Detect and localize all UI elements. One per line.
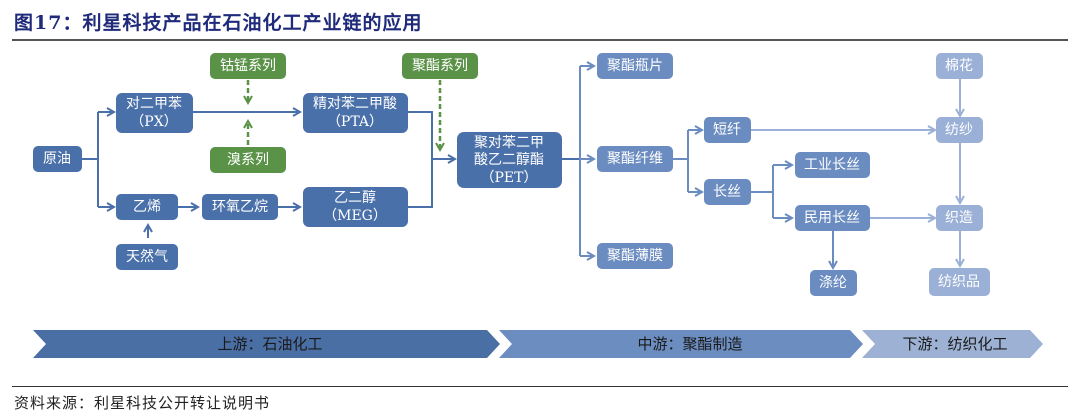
node-crude-oil: 原油 (33, 146, 82, 172)
node-staple-fiber: 短纤 (704, 117, 751, 143)
stage-upstream: 上游：石油化工 (33, 330, 500, 358)
catalyst-connectors (248, 80, 440, 150)
node-filament: 长丝 (704, 179, 751, 205)
svg-text:纺纱: 纺纱 (945, 122, 973, 138)
svg-text:聚酯纤维: 聚酯纤维 (607, 151, 663, 167)
node-ethylene-oxide: 环氧乙烷 (202, 194, 278, 220)
node-px: 对二甲苯 （PX） (116, 93, 193, 133)
svg-text:天然气: 天然气 (126, 248, 168, 265)
svg-text:工业长丝: 工业长丝 (804, 157, 860, 173)
stage-midstream: 中游：聚酯制造 (499, 330, 863, 358)
node-pta: 精对苯二甲酸 （PTA） (303, 93, 408, 133)
svg-text:聚对苯二甲: 聚对苯二甲 (474, 134, 544, 151)
figure-title: 图17：利星科技产品在石油化工产业链的应用 (14, 12, 423, 34)
svg-text:精对苯二甲酸: 精对苯二甲酸 (313, 95, 397, 112)
svg-text:对二甲苯: 对二甲苯 (126, 95, 182, 112)
svg-text:聚酯系列: 聚酯系列 (412, 58, 468, 74)
node-meg: 乙二醇 （MEG） (303, 187, 408, 227)
svg-text:乙烯: 乙烯 (133, 199, 161, 215)
svg-text:长丝: 长丝 (713, 184, 741, 200)
svg-text:聚酯薄膜: 聚酯薄膜 (607, 248, 663, 264)
node-weaving: 织造 (936, 205, 983, 231)
midstream-connectors (579, 66, 833, 268)
node-polyester-fiber: 聚酯纤维 (597, 146, 673, 172)
node-industrial-filament: 工业长丝 (795, 152, 870, 178)
node-natural-gas: 天然气 (116, 244, 178, 270)
svg-text:原油: 原油 (43, 151, 71, 167)
title-divider (12, 39, 1068, 41)
node-pet: 聚对苯二甲 酸乙二醇酯 （PET） (457, 132, 562, 188)
svg-text:棉花: 棉花 (945, 57, 973, 74)
node-textiles: 纺织品 (929, 268, 990, 296)
node-polyester-film: 聚酯薄膜 (597, 243, 673, 269)
downstream-connectors (751, 79, 960, 266)
svg-text:涤纶: 涤纶 (819, 275, 847, 291)
node-ethylene: 乙烯 (116, 194, 178, 220)
connector-meg-to-pet (408, 159, 433, 208)
svg-text:酸乙二醇酯: 酸乙二醇酯 (474, 151, 544, 168)
node-cotton: 棉花 (936, 53, 983, 79)
svg-text:织造: 织造 (945, 210, 973, 226)
svg-text:上游：石油化工: 上游：石油化工 (217, 335, 322, 353)
svg-text:乙二醇: 乙二醇 (334, 189, 376, 206)
svg-text:溴系列: 溴系列 (227, 152, 269, 168)
svg-text:（PX）: （PX） (130, 114, 177, 130)
upstream-connectors (82, 112, 580, 238)
svg-text:（PTA）: （PTA） (327, 114, 383, 130)
svg-text:民用长丝: 民用长丝 (804, 210, 860, 226)
node-cobalt-manganese-series: 钴锰系列 (210, 53, 286, 79)
svg-text:（PET）: （PET） (481, 170, 538, 186)
node-civil-filament: 民用长丝 (795, 205, 870, 231)
svg-text:环氧乙烷: 环氧乙烷 (212, 199, 268, 215)
svg-text:聚酯瓶片: 聚酯瓶片 (607, 58, 663, 74)
connector-pta-to-pet (408, 111, 433, 159)
node-spinning: 纺纱 (936, 117, 983, 143)
node-bromine-series: 溴系列 (210, 147, 286, 173)
node-polyester-series: 聚酯系列 (402, 53, 478, 79)
svg-text:钴锰系列: 钴锰系列 (220, 58, 276, 74)
svg-text:纺织品: 纺织品 (938, 274, 980, 290)
stage-band: 上游：石油化工 中游：聚酯制造 下游：纺织化工 (33, 330, 1043, 358)
svg-text:中游：聚酯制造: 中游：聚酯制造 (637, 335, 742, 353)
svg-text:（MEG）: （MEG） (323, 208, 387, 224)
node-dacron: 涤纶 (810, 270, 857, 296)
svg-text:下游：纺织化工: 下游：纺织化工 (902, 335, 1007, 353)
source-note: 资料来源：利星科技公开转让说明书 (14, 394, 271, 412)
source-divider (12, 386, 1068, 387)
stage-downstream: 下游：纺织化工 (862, 330, 1043, 358)
node-polyester-bottle-chip: 聚酯瓶片 (597, 53, 673, 79)
svg-text:短纤: 短纤 (713, 122, 741, 138)
